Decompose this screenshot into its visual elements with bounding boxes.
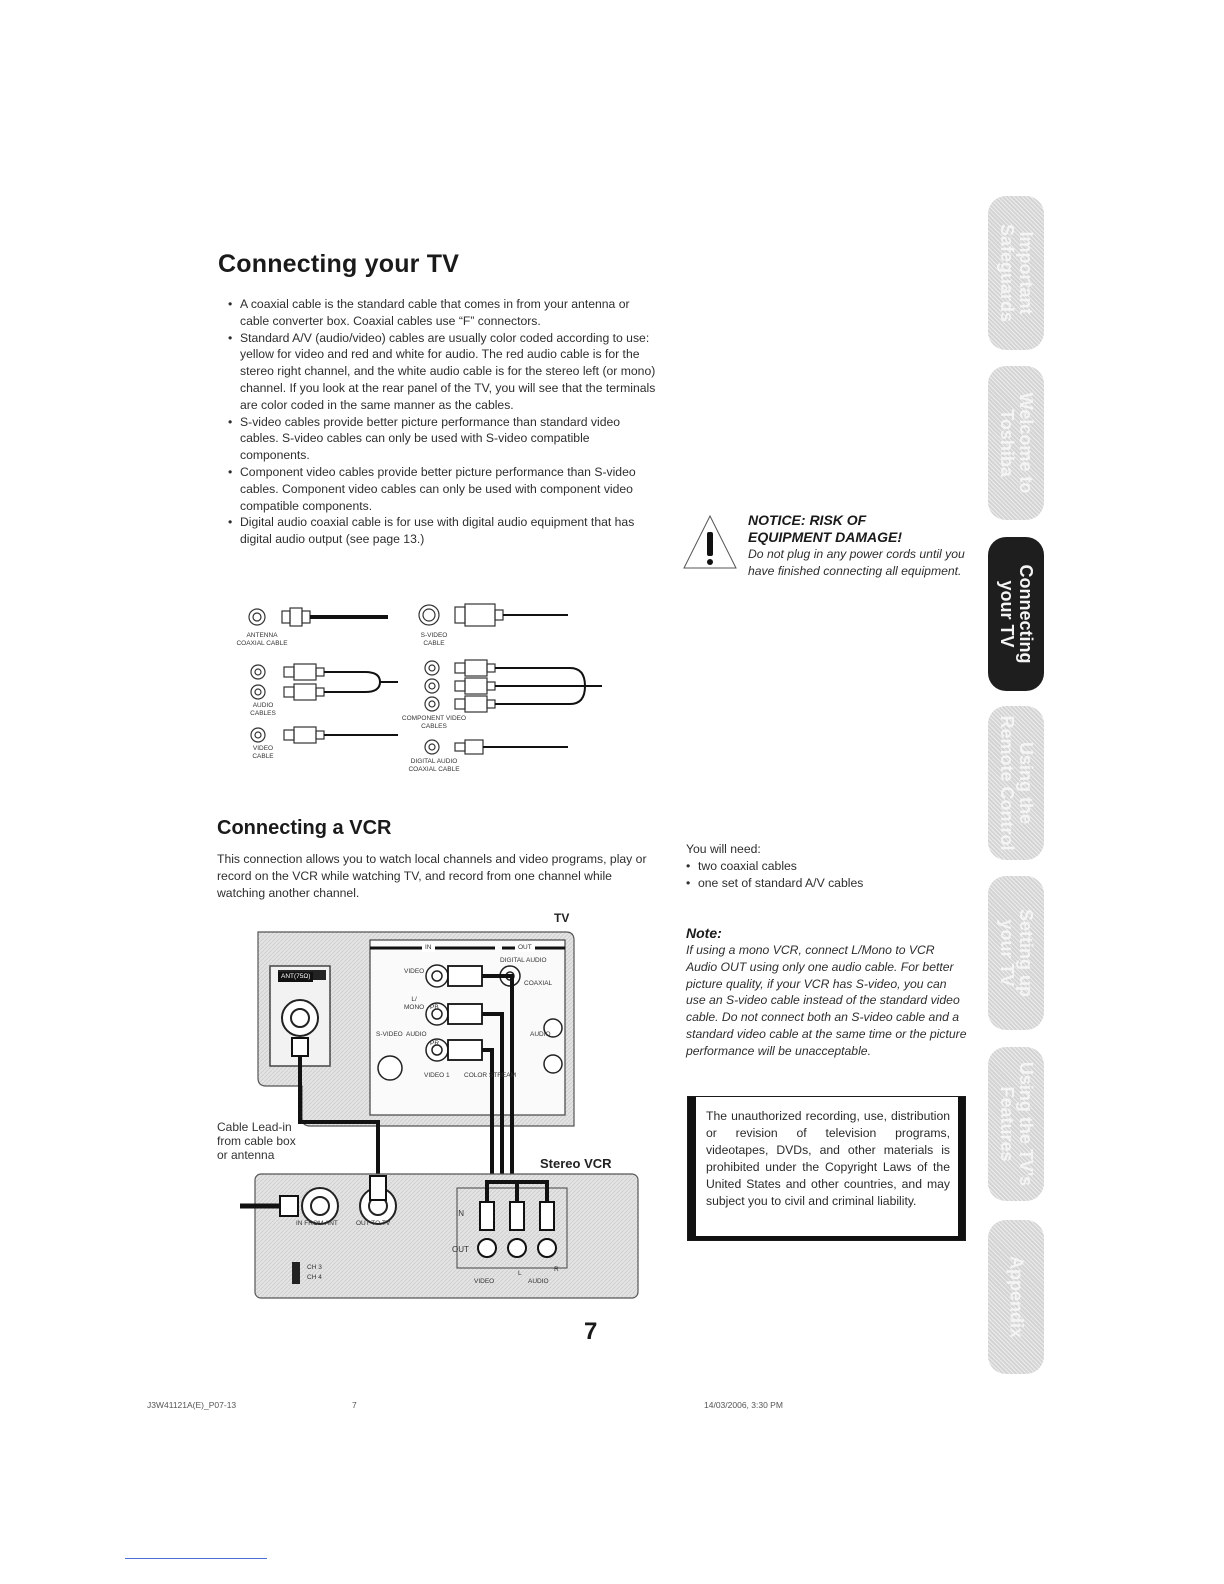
tv-in-label: IN bbox=[422, 944, 435, 952]
bottom-rule bbox=[125, 1558, 267, 1559]
tv-coaxial-label: COAXIAL bbox=[524, 980, 553, 987]
label-digital-audio-cable: DIGITAL AUDIO Coaxial Cable bbox=[408, 758, 460, 773]
tv-pr-label: Pr bbox=[430, 1040, 440, 1047]
tv-colorstream-label: COLOR STREAM bbox=[464, 1072, 517, 1079]
page-title: Connecting your TV bbox=[218, 250, 460, 278]
tab-using-tv-features[interactable]: Using the TV's Features bbox=[988, 1047, 1044, 1201]
bullet-component: Component video cables provide better pi… bbox=[228, 464, 658, 514]
tv-video-label: VIDEO bbox=[404, 968, 425, 975]
need-item: one set of standard A/V cables bbox=[686, 875, 966, 892]
tv-pb-label: Pb bbox=[430, 1004, 439, 1011]
note-heading: Note: bbox=[686, 925, 722, 941]
diagram-tv-label: TV bbox=[554, 911, 570, 925]
vcr-connection-diagram bbox=[240, 931, 639, 1299]
tv-ant-label: ANT(75Ω) bbox=[278, 972, 314, 982]
vcr-l-label: L bbox=[518, 1270, 522, 1277]
diagram-leadin-label: Cable Lead-in from cable box or antenna bbox=[217, 1120, 296, 1162]
notice-body: Do not plug in any power cords until you… bbox=[748, 547, 965, 578]
vcr-in-label: IN bbox=[456, 1209, 464, 1218]
you-will-need: You will need: two coaxial cables one se… bbox=[686, 841, 966, 891]
tab-label: Appendix bbox=[1006, 1255, 1027, 1339]
label-svideo-cable: S-Video Cable bbox=[420, 632, 448, 647]
tab-label: Using the Remote Control bbox=[997, 715, 1036, 851]
tv-svideo-label: S-VIDEO bbox=[376, 1031, 403, 1038]
bullet-av: Standard A/V (audio/video) cables are us… bbox=[228, 330, 658, 414]
tv-audio-label: AUDIO bbox=[406, 1031, 427, 1038]
note-body: If using a mono VCR, connect L/Mono to V… bbox=[686, 943, 967, 1058]
copyright-notice-box: The unauthorized recording, use, distrib… bbox=[687, 1096, 966, 1241]
vcr-section-heading: Connecting a VCR bbox=[217, 817, 392, 839]
tab-important-safeguards[interactable]: Important Safeguards bbox=[988, 196, 1044, 350]
tab-welcome-to-toshiba[interactable]: Welcome to Toshiba bbox=[988, 366, 1044, 520]
warning-icon bbox=[683, 514, 737, 569]
tab-label: Important Safeguards bbox=[997, 223, 1036, 323]
vcr-in-from-ant-label: IN from ANT bbox=[296, 1220, 338, 1227]
footer-file-id: J3W41121A(E)_P07-13 bbox=[147, 1400, 237, 1410]
vcr-ch3-label: CH 3 bbox=[307, 1264, 322, 1271]
bullet-digital: Digital audio coaxial cable is for use w… bbox=[228, 514, 658, 548]
tv-audio-out-label: AUDIO bbox=[530, 1031, 551, 1038]
tab-label: Connecting your TV bbox=[997, 564, 1036, 664]
label-component-cables: Component video Cables bbox=[401, 715, 467, 730]
tv-video1-label: VIDEO 1 bbox=[424, 1072, 450, 1079]
vcr-intro-text: This connection allows you to watch loca… bbox=[217, 852, 647, 900]
vcr-ch4-label: CH 4 bbox=[307, 1274, 322, 1281]
tab-connecting-your-tv[interactable]: Connecting your TV bbox=[988, 537, 1044, 691]
vcr-out-to-tv-label: OUT to TV bbox=[356, 1220, 391, 1227]
tab-label: Welcome to Toshiba bbox=[997, 392, 1036, 494]
diagram-vcr-label: Stereo VCR bbox=[540, 1156, 612, 1171]
label-audio-cables: AUDIO Cables bbox=[250, 702, 276, 717]
notice-heading: NOTICE: RISK OF EQUIPMENT DAMAGE! bbox=[748, 512, 902, 545]
notice-equipment-damage: NOTICE: RISK OF EQUIPMENT DAMAGE! Do not… bbox=[682, 512, 972, 602]
label-video-cable: VIDEO Cable bbox=[252, 745, 274, 760]
cable-info-list: A coaxial cable is the standard cable th… bbox=[228, 296, 658, 548]
tab-setting-up-your-tv[interactable]: Setting up your TV bbox=[988, 876, 1044, 1030]
footer-timestamp: 14/03/2006, 3:30 PM bbox=[704, 1400, 783, 1410]
cable-illustrations bbox=[248, 603, 602, 755]
vcr-out-label: OUT bbox=[452, 1245, 469, 1254]
tv-out-label: OUT bbox=[515, 944, 535, 952]
vcr-r-label: R bbox=[554, 1266, 559, 1273]
tab-label: Setting up your TV bbox=[997, 909, 1036, 997]
bullet-svideo: S-video cables provide better picture pe… bbox=[228, 414, 658, 464]
need-item: two coaxial cables bbox=[686, 858, 966, 875]
tab-using-remote-control[interactable]: Using the Remote Control bbox=[988, 706, 1044, 860]
tab-label: Using the TV's Features bbox=[997, 1061, 1036, 1187]
vcr-audio-label: AUDIO bbox=[528, 1278, 549, 1285]
tab-appendix[interactable]: Appendix bbox=[988, 1220, 1044, 1374]
footer-page: 7 bbox=[352, 1400, 357, 1410]
you-will-need-label: You will need: bbox=[686, 842, 761, 856]
tv-lmono-label: L/ MONO bbox=[404, 996, 425, 1011]
page-number: 7 bbox=[584, 1318, 598, 1345]
copyright-text: The unauthorized recording, use, distrib… bbox=[696, 1097, 958, 1236]
tv-digital-audio-label: DIGITAL AUDIO bbox=[500, 957, 547, 964]
label-antenna-cable: ANTENNA Coaxial Cable bbox=[236, 632, 288, 647]
vcr-video-label: VIDEO bbox=[474, 1278, 495, 1285]
bullet-coaxial: A coaxial cable is the standard cable th… bbox=[228, 296, 658, 330]
